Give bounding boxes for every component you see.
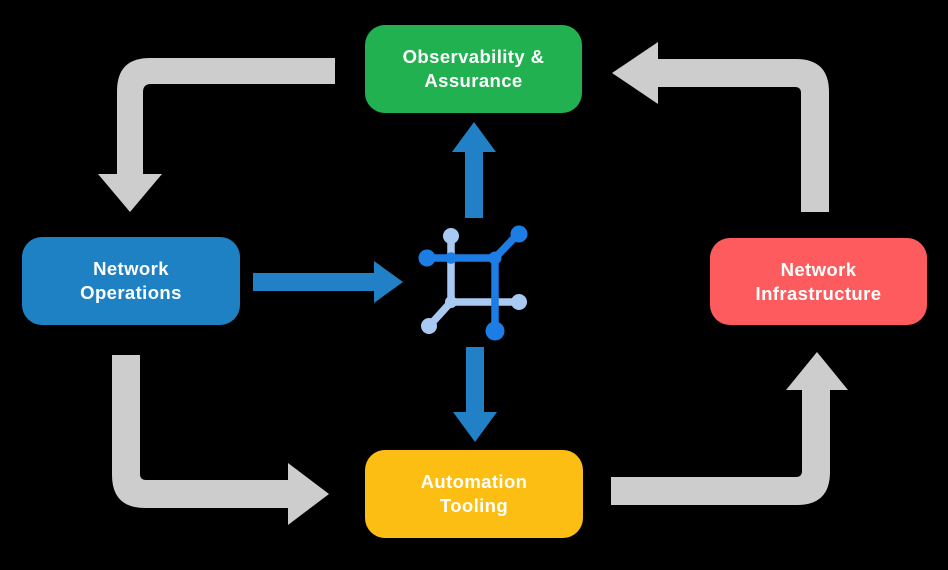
node-automation-tooling: Automation Tooling [365, 450, 583, 538]
arrow-operations-to-center [253, 261, 403, 303]
node-observability-assurance: Observability & Assurance [365, 25, 582, 113]
node-observability-assurance-label: Observability & Assurance [402, 46, 545, 91]
arrow-observability-to-operations [98, 58, 335, 212]
network-automation-icon [418, 225, 528, 341]
node-network-operations: Network Operations [22, 237, 240, 325]
arrow-center-to-automation [453, 347, 497, 442]
network-automation-icon-dark-part [418, 225, 528, 341]
network-automation-icon-light-part [421, 228, 527, 334]
node-network-infrastructure: Network Infrastructure [710, 238, 927, 325]
node-network-operations-label: Network Operations [80, 258, 182, 303]
arrow-operations-to-automation [112, 355, 329, 525]
arrow-automation-to-infrastructure [611, 352, 848, 505]
node-automation-tooling-label: Automation Tooling [420, 471, 528, 516]
arrow-infrastructure-to-observability [612, 42, 829, 212]
arrow-center-to-observability [452, 122, 496, 218]
node-network-infrastructure-label: Network Infrastructure [755, 258, 882, 304]
